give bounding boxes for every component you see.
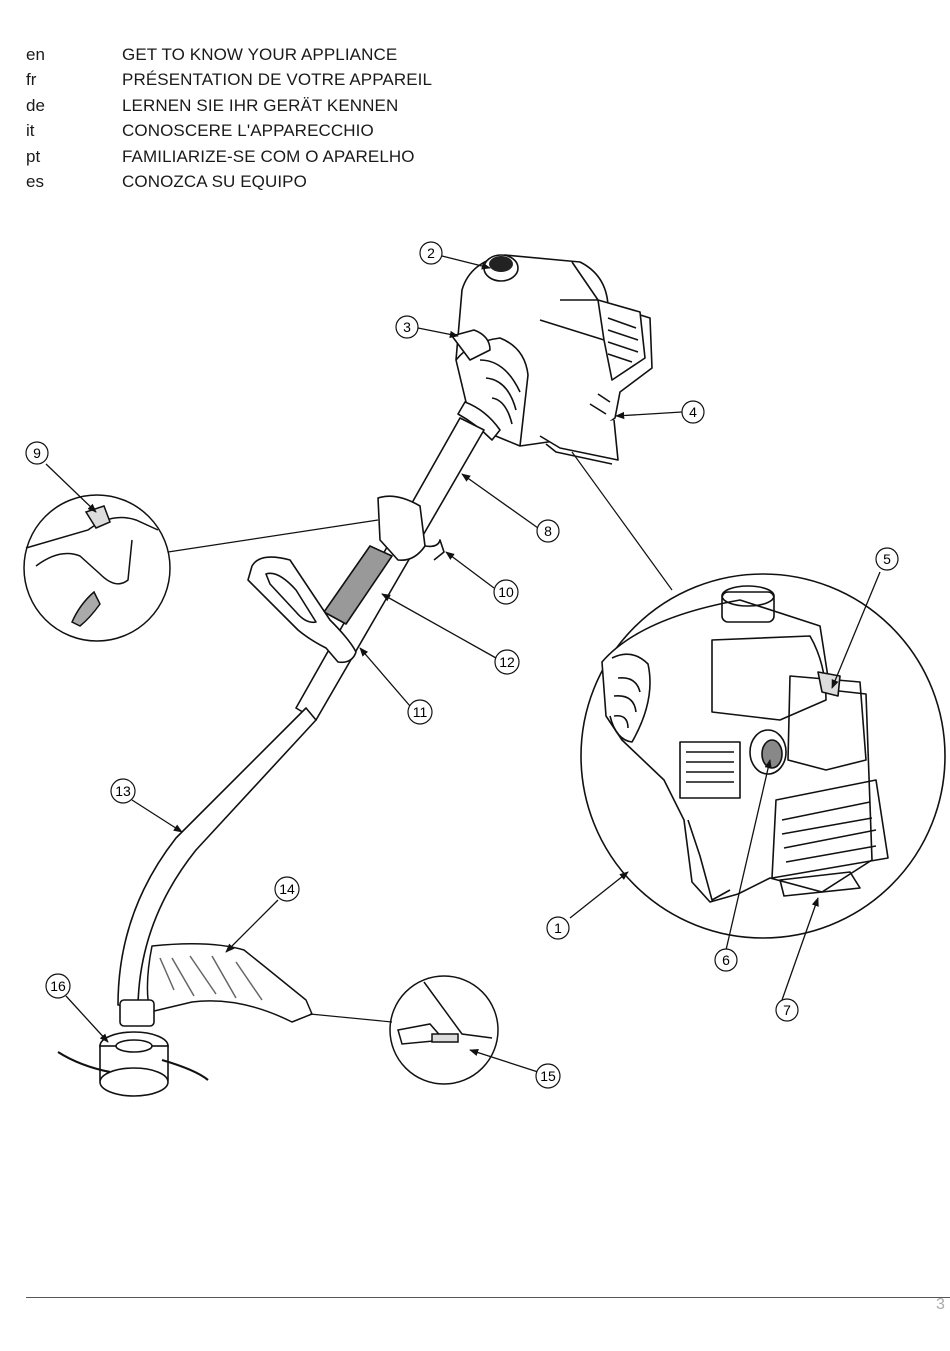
callout-number: 14 — [279, 881, 295, 897]
detail-circle-engine — [571, 451, 946, 939]
language-row-en: en GET TO KNOW YOUR APPLIANCE — [26, 42, 432, 68]
leader-10 — [445, 551, 495, 589]
language-code: it — [26, 121, 35, 141]
section-title: LERNEN SIE IHR GERÄT KENNEN — [122, 95, 399, 115]
leader-8 — [461, 473, 539, 529]
callout-number: 5 — [883, 551, 891, 567]
language-code: fr — [26, 70, 37, 90]
language-row-de: de LERNEN SIE IHR GERÄT KENNEN — [26, 93, 432, 119]
callout-number: 3 — [403, 319, 411, 335]
callout-number: 16 — [50, 978, 66, 994]
leader-6 — [725, 759, 772, 951]
callout-5: 5 — [875, 547, 899, 571]
leader-2 — [441, 255, 491, 270]
callout-4: 4 — [681, 400, 705, 424]
detail-circle-9 — [23, 494, 379, 642]
callout-number: 15 — [540, 1068, 556, 1084]
section-title: GET TO KNOW YOUR APPLIANCE — [122, 44, 398, 64]
language-code: pt — [26, 146, 41, 166]
section-title: FAMILIARIZE-SE COM O APARELHO — [122, 146, 415, 166]
language-row-es: es CONOZCA SU EQUIPO — [26, 170, 432, 196]
callout-12: 12 — [494, 649, 520, 675]
language-code: es — [26, 172, 44, 192]
shaft-assembly — [117, 417, 485, 1006]
callout-number: 10 — [498, 584, 514, 600]
callout-number: 7 — [783, 1002, 791, 1018]
callout-11: 11 — [407, 699, 433, 725]
callout-number: 9 — [33, 445, 41, 461]
callout-number: 11 — [413, 704, 428, 720]
leader-4 — [615, 411, 683, 420]
callout-number: 8 — [544, 523, 552, 539]
callout-number: 1 — [554, 920, 562, 936]
detail-circle-15 — [309, 975, 499, 1085]
leader-15 — [469, 1049, 539, 1073]
leader-3 — [417, 327, 459, 338]
callout-number: 6 — [722, 952, 730, 968]
callout-14: 14 — [274, 876, 300, 902]
engine-unit — [451, 254, 653, 465]
callout-16: 16 — [45, 973, 71, 999]
cutting-guard — [146, 943, 313, 1023]
language-title-list: en GET TO KNOW YOUR APPLIANCE fr PRÉSENT… — [26, 42, 432, 195]
trimmer-head — [57, 999, 209, 1097]
callout-3: 3 — [395, 315, 419, 339]
leader-14 — [225, 899, 279, 953]
leader-13 — [131, 799, 183, 833]
language-row-pt: pt FAMILIARIZE-SE COM O APARELHO — [26, 144, 432, 170]
callout-13: 13 — [110, 778, 136, 804]
callout-labels: 1 2 3 4 5 6 7 8 — [25, 241, 899, 1089]
leader-12 — [381, 593, 497, 659]
leader-11 — [359, 647, 411, 707]
section-title: CONOZCA SU EQUIPO — [122, 172, 307, 192]
leader-5 — [831, 571, 881, 689]
callout-8: 8 — [536, 519, 560, 543]
callout-leaders — [45, 255, 881, 1073]
section-title: CONOSCERE L'APPARECCHIO — [122, 121, 374, 141]
language-code: de — [26, 95, 45, 115]
callout-2: 2 — [419, 241, 443, 265]
page-number: 3 — [936, 1296, 945, 1313]
footer-divider — [26, 1297, 950, 1298]
callout-number: 2 — [427, 245, 435, 261]
leader-1 — [569, 871, 629, 919]
section-title: PRÉSENTATION DE VOTRE APPAREIL — [122, 70, 433, 90]
callout-7: 7 — [775, 998, 799, 1022]
leader-16 — [65, 995, 109, 1043]
callout-number: 12 — [499, 654, 515, 670]
callout-15: 15 — [535, 1063, 561, 1089]
callout-6: 6 — [714, 948, 738, 972]
callout-number: 13 — [115, 783, 131, 799]
language-row-fr: fr PRÉSENTATION DE VOTRE APPAREIL — [26, 68, 432, 94]
callout-1: 1 — [546, 916, 570, 940]
language-code: en — [26, 44, 45, 64]
callout-10: 10 — [493, 579, 519, 605]
leader-7 — [781, 897, 819, 1001]
leader-9 — [45, 463, 97, 513]
callout-9: 9 — [25, 441, 49, 465]
callout-number: 4 — [689, 404, 697, 420]
language-row-it: it CONOSCERE L'APPARECCHIO — [26, 119, 432, 145]
